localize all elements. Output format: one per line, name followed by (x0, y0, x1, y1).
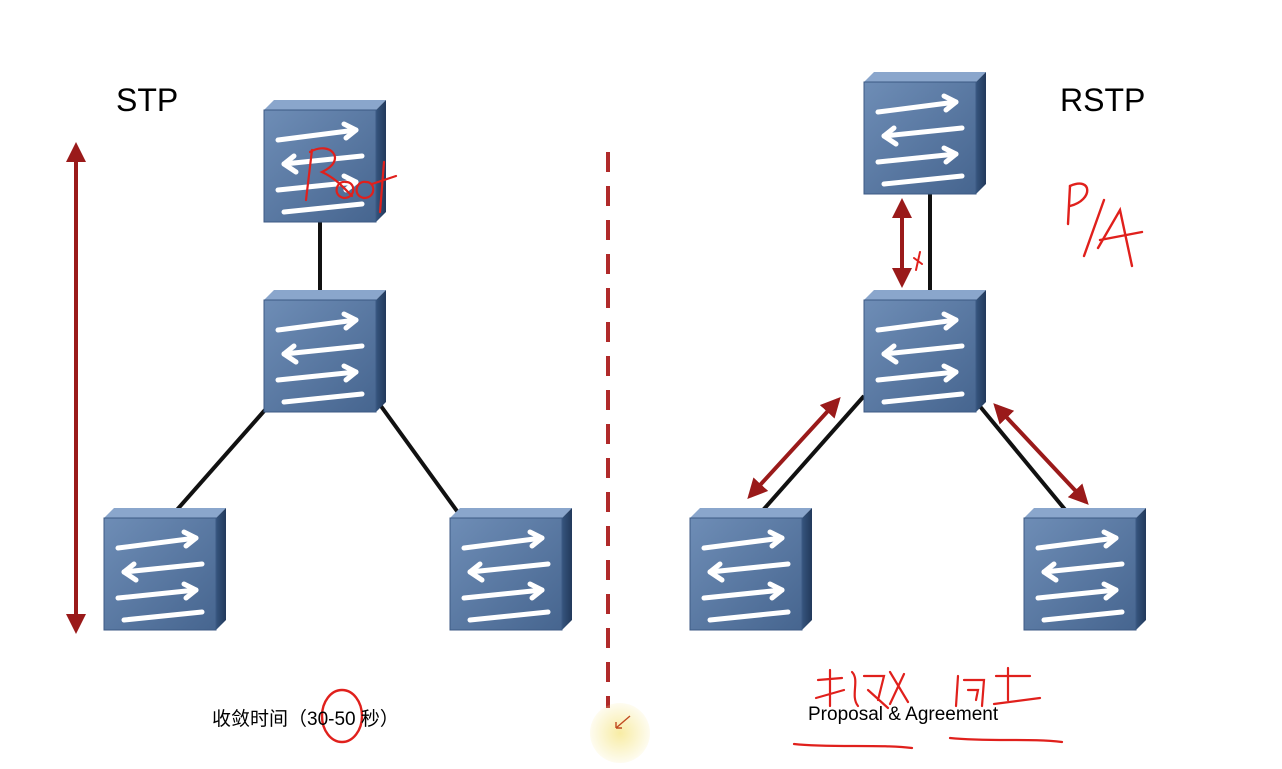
stp-title: STP (116, 82, 179, 118)
rstp-core-switch-icon (864, 290, 986, 412)
rstp-root-switch-icon (864, 72, 986, 194)
rstp-title: RSTP (1060, 82, 1146, 118)
cursor-icon (590, 703, 650, 763)
rstp-left-switch-icon (690, 508, 812, 630)
caption-highlight-circle (320, 688, 364, 744)
stp-right-switch-icon (450, 508, 572, 630)
stp-left-switch-icon (104, 508, 226, 630)
rstp-right-switch-icon (1024, 508, 1146, 630)
stp-convergence-caption: 收敛时间（30-50 秒） (212, 709, 399, 730)
rstp-pa-caption: Proposal & Agreement (808, 704, 999, 725)
rstp-pa-arrow-left (747, 397, 841, 499)
stp-link-core-left (166, 400, 274, 522)
tick-handwriting (913, 251, 923, 271)
stp-link-core-right (376, 400, 464, 520)
rstp-pa-arrow-right (993, 403, 1089, 505)
root-handwriting (304, 147, 398, 214)
caption-annotation-handwriting (792, 666, 1064, 750)
stp-root-switch-icon (264, 100, 386, 222)
stp-core-switch-icon (264, 290, 386, 412)
rstp-link-core-left (754, 394, 866, 520)
pa-handwriting (1066, 182, 1144, 268)
rstp-link-core-right (976, 402, 1074, 520)
